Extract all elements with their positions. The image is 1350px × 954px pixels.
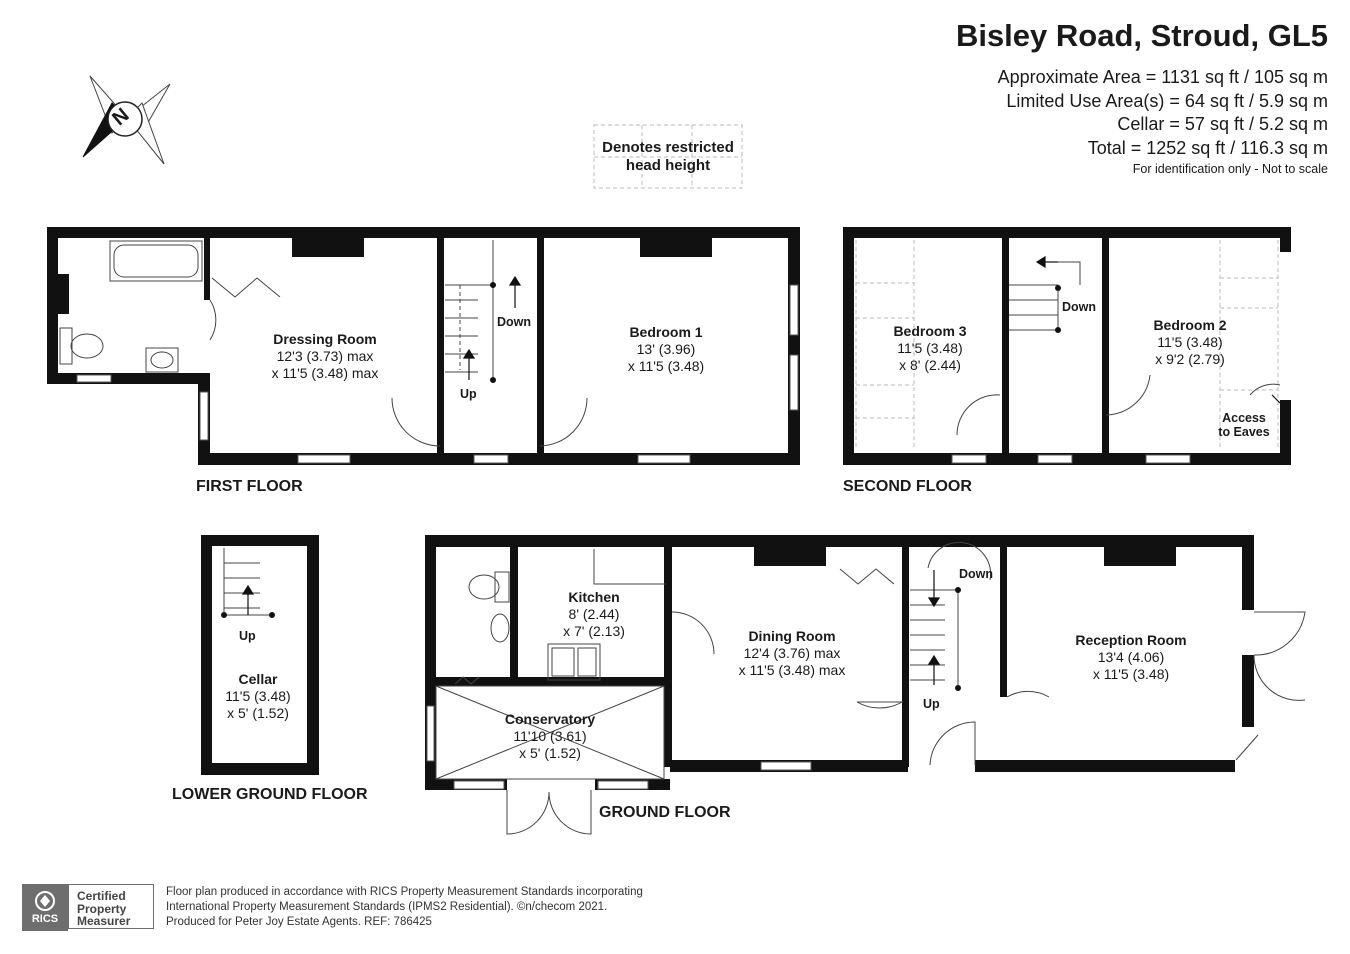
area-limited-use: Limited Use Area(s) = 64 sq ft / 5.9 sq … [1006,90,1328,111]
area-summary: Approximate Area = 1131 sq ft / 105 sq m… [998,66,1328,160]
eaves-line-2: to Eaves [1218,425,1270,439]
room-name: Kitchen [568,589,620,605]
floor-label-second: SECOND FLOOR [843,478,972,495]
footer-line-1: Floor plan produced in accordance with R… [166,886,643,898]
stair-down-label: Down [497,315,532,329]
room-name: Conservatory [504,711,596,727]
room-name: Dressing Room [273,331,377,347]
room-name: Reception Room [1075,632,1187,648]
eaves-access-label: Access to Eaves [1218,411,1269,439]
room-dim: x 11'5 (3.48) [1092,666,1170,682]
compass-icon [82,75,171,165]
room-dim: 12'4 (3.76) max [743,645,841,661]
room-dim: 12'3 (3.73) max [276,348,374,364]
room-dim: 8' (2.44) [568,606,620,622]
rics-logo: RICS Certified Property Measurer [22,884,156,931]
ground-floor-walls [425,535,1254,790]
room-dim: 11'5 (3.48) [897,340,963,356]
room-dim: 13' (3.96) [636,341,696,357]
room-dim: x 11'5 (3.48) [627,358,705,374]
room-name: Bedroom 1 [629,324,703,340]
stair-up-label: Up [460,387,477,401]
property-title: Bisley Road, Stroud, GL5 [955,18,1328,53]
rics-badge: RICS [22,884,68,931]
room-kitchen: Kitchen 8' (2.44) x 7' (2.13) [563,589,625,640]
room-cellar: Cellar 11'5 (3.48) x 5' (1.52) [225,671,290,722]
floor-label-ground: GROUND FLOOR [599,804,731,821]
room-dim: x 11'5 (3.48) max [738,662,846,678]
footer-line-3: Produced for Peter Joy Estate Agents. RE… [166,916,432,928]
area-approximate: Approximate Area = 1131 sq ft / 105 sq m [997,67,1328,87]
room-dim: x 7' (2.13) [563,623,625,639]
room-dim: 13'4 (4.06) [1097,649,1165,665]
room-dim: 11'10 (3.61) [513,728,587,744]
rics-badge-text: RICS [31,913,59,925]
stair-up-label: Up [923,697,940,711]
stair-up-label: Up [239,629,256,643]
cellar-walls [201,535,319,775]
floor-label-first: FIRST FLOOR [196,478,303,495]
eaves-line-1: Access [1222,411,1266,425]
room-reception-room: Reception Room 13'4 (4.06) x 11'5 (3.48) [1075,632,1186,683]
room-bedroom-3: Bedroom 3 11'5 (3.48) x 8' (2.44) [893,323,966,374]
legend-line-1: Denotes restricted [602,139,734,156]
restricted-height-legend: Denotes restricted head height [602,139,734,175]
room-conservatory: Conservatory 11'10 (3.61) x 5' (1.52) [505,711,595,762]
footer-note: Floor plan produced in accordance with R… [166,885,643,930]
room-name: Dining Room [748,628,836,644]
room-dim: x 9'2 (2.79) [1155,351,1225,367]
scale-note: For identification only - Not to scale [1132,162,1328,176]
room-dim: 11'5 (3.48) [1157,334,1223,350]
footer-line-2: International Property Measurement Stand… [166,901,608,913]
room-name: Bedroom 2 [1153,317,1227,333]
room-name: Bedroom 3 [893,323,967,339]
stair-down-label: Down [959,567,994,581]
rics-emblem-icon [35,891,55,911]
room-bedroom-1: Bedroom 1 13' (3.96) x 11'5 (3.48) [628,324,704,375]
room-dim: x 11'5 (3.48) max [271,365,379,381]
room-dim: x 5' (1.52) [227,705,289,721]
room-dim: x 5' (1.52) [519,745,581,761]
rics-certified-text: Certified Property Measurer [68,884,154,929]
area-cellar: Cellar = 57 sq ft / 5.2 sq m [1117,114,1328,134]
legend-line-2: head height [625,157,711,174]
room-name: Cellar [238,671,278,687]
room-bedroom-2: Bedroom 2 11'5 (3.48) x 9'2 (2.79) [1153,317,1226,368]
room-dining-room: Dining Room 12'4 (3.76) max x 11'5 (3.48… [739,628,846,679]
room-dressing-room: Dressing Room 12'3 (3.73) max x 11'5 (3.… [272,331,379,382]
floor-label-lower-ground: LOWER GROUND FLOOR [172,786,368,803]
area-total: Total = 1252 sq ft / 116.3 sq m [1087,137,1328,158]
room-dim: 11'5 (3.48) [225,688,291,704]
room-dim: x 8' (2.44) [899,357,961,373]
stair-down-label: Down [1062,300,1097,314]
